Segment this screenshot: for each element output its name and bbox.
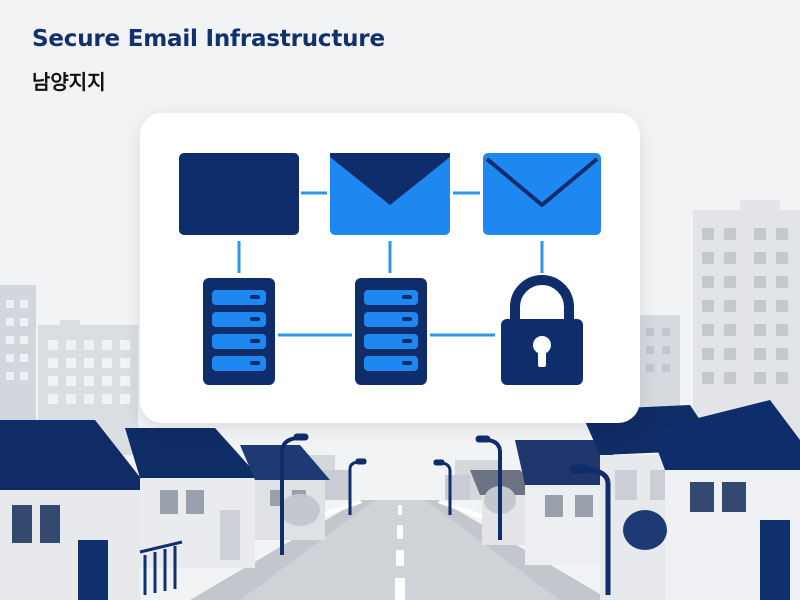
left-houses bbox=[0, 420, 330, 600]
server-icon bbox=[203, 278, 275, 385]
diagram-card bbox=[140, 113, 640, 423]
email-infrastructure-diagram bbox=[179, 153, 601, 385]
connectors bbox=[237, 191, 544, 337]
padlock-icon bbox=[501, 275, 583, 385]
dark-envelope-icon bbox=[179, 153, 299, 235]
street-lamps bbox=[280, 433, 611, 595]
left-buildings bbox=[0, 285, 138, 455]
envelope-icon bbox=[330, 153, 450, 235]
right-houses bbox=[470, 400, 800, 600]
page-title: Secure Email Infrastructure bbox=[32, 26, 385, 52]
page-subtitle: 남양지지 bbox=[32, 70, 106, 94]
server-icon bbox=[355, 278, 427, 385]
envelope-outline-icon bbox=[483, 153, 601, 235]
